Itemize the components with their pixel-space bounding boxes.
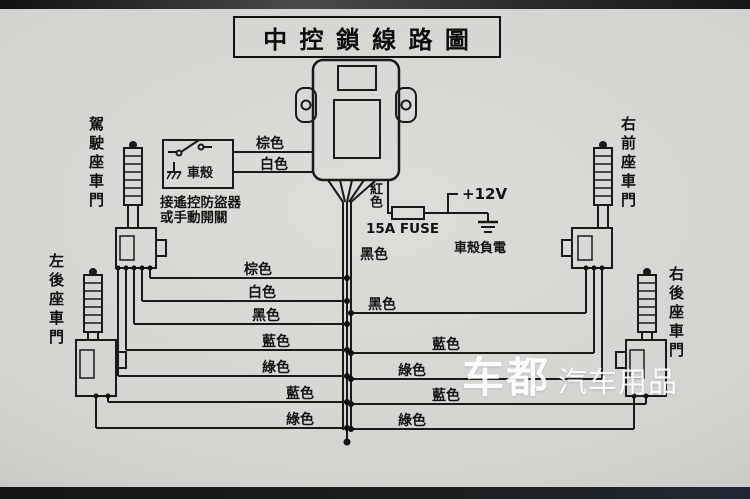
- power-circuit: [387, 180, 498, 233]
- label-white-top: 白色: [260, 157, 288, 173]
- switch-blade: [180, 139, 200, 153]
- left-wire-rows: [95, 268, 347, 429]
- watermark-subtitle: 汽车用品: [558, 365, 679, 399]
- label-right-front-door: 右前座車門: [619, 116, 637, 211]
- label-right-wire-green2: 綠色: [398, 413, 426, 429]
- label-plus12v: +12V: [462, 185, 508, 203]
- label-left-wire-blue1: 藍色: [262, 334, 290, 350]
- label-black-power: 黑色: [360, 247, 388, 263]
- label-left-wire-black: 黑色: [252, 308, 280, 324]
- label-left-wire-blue2: 藍色: [286, 386, 314, 402]
- label-left-rear-door: 左後座車門: [47, 253, 65, 348]
- module-mount-hole-right: [400, 99, 412, 111]
- switch-contact-right: [197, 143, 205, 151]
- chassis-symbol-hatch: [166, 171, 172, 180]
- module-mount-ear-right: [395, 87, 417, 123]
- label-right-wire-green1: 綠色: [398, 363, 426, 379]
- red-wire: [387, 180, 392, 214]
- harness-fan: [327, 179, 377, 203]
- switch-note-line2: 或手動開關: [160, 210, 228, 226]
- switch-contact-left: [175, 149, 183, 157]
- module-body: [311, 58, 401, 182]
- chassis-symbol-hatch: [171, 171, 177, 180]
- module-mount-ear-left: [295, 87, 317, 123]
- switch-box: [162, 139, 234, 189]
- label-brown-top: 棕色: [256, 136, 284, 152]
- module-mount-hole-left: [300, 99, 312, 111]
- label-chassis-ground: 車殼負電: [454, 241, 507, 256]
- label-right-wire-blue2: 藍色: [432, 388, 460, 404]
- watermark-brand: 车都: [462, 353, 551, 402]
- module-inner-detail: [333, 99, 381, 159]
- chassis-symbol-hatch: [176, 171, 182, 180]
- label-left-wire-green1: 綠色: [262, 360, 290, 376]
- photo-top-border: [0, 0, 750, 9]
- label-left-wire-white: 白色: [248, 285, 276, 301]
- label-right-wire-blue1: 藍色: [432, 337, 460, 353]
- label-right-rear-door: 右後座車門: [667, 266, 685, 361]
- right-wire-rows: [351, 268, 647, 430]
- switch-note-line1: 接遙控防盜器: [160, 195, 241, 211]
- photo-bottom-border: [0, 487, 750, 499]
- label-driver-door: 駕駛座車門: [87, 116, 105, 211]
- actuator-driver-door: [115, 141, 167, 269]
- fuse-symbol: [391, 206, 425, 220]
- wire-junction-dots: [93, 265, 649, 446]
- label-red-wire: 紅色: [367, 182, 382, 208]
- label-right-wire-black: 黑色: [368, 297, 396, 313]
- diagram-title: 中 控 鎖 線 路 圖: [233, 16, 501, 58]
- watermark: 车都 汽车用品: [462, 344, 722, 405]
- plus12v-branch: [447, 193, 458, 213]
- label-left-wire-green2: 綠色: [286, 412, 314, 428]
- label-left-wire-brown: 棕色: [244, 262, 272, 278]
- actuator-right-front-door: [561, 141, 613, 269]
- module-top-detail: [337, 65, 377, 91]
- control-module: [295, 58, 417, 182]
- label-chassis: 車殼: [187, 166, 214, 181]
- label-fuse: 15A FUSE: [366, 221, 440, 237]
